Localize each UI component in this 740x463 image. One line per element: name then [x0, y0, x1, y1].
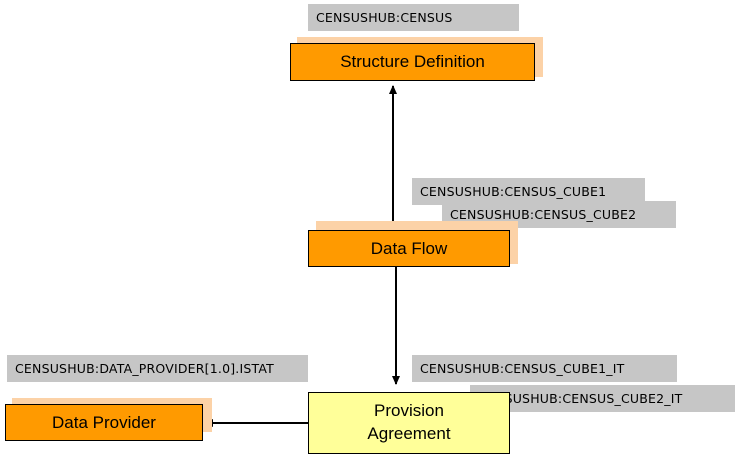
- tag-cube2-it: CENSUSHUB:CENSUS_CUBE2_IT: [470, 385, 735, 412]
- tag-cube1-it: CENSUSHUB:CENSUS_CUBE1_IT: [412, 355, 677, 382]
- tag-census: CENSUSHUB:CENSUS: [308, 4, 519, 31]
- data-flow-label: Data Flow: [370, 238, 448, 258]
- structure-definition-node: Structure Definition: [290, 43, 535, 81]
- structure-definition-label: Structure Definition: [340, 52, 485, 71]
- tag-cube2: CENSUSHUB:CENSUS_CUBE2: [442, 201, 676, 228]
- provision-agreement-node: Provision Agreement: [308, 392, 510, 454]
- provision-agreement-label-line1: Provision: [374, 401, 444, 421]
- data-flow-node: Data Flow: [308, 230, 510, 267]
- provision-agreement-label-line2: Agreement: [367, 424, 451, 443]
- tag-cube1: CENSUSHUB:CENSUS_CUBE1: [412, 178, 645, 205]
- data-provider-node: Data Provider: [5, 404, 203, 441]
- data-provider-label: Data Provider: [52, 412, 156, 432]
- tag-provider: CENSUSHUB:DATA_PROVIDER[1.0].ISTAT: [7, 355, 308, 382]
